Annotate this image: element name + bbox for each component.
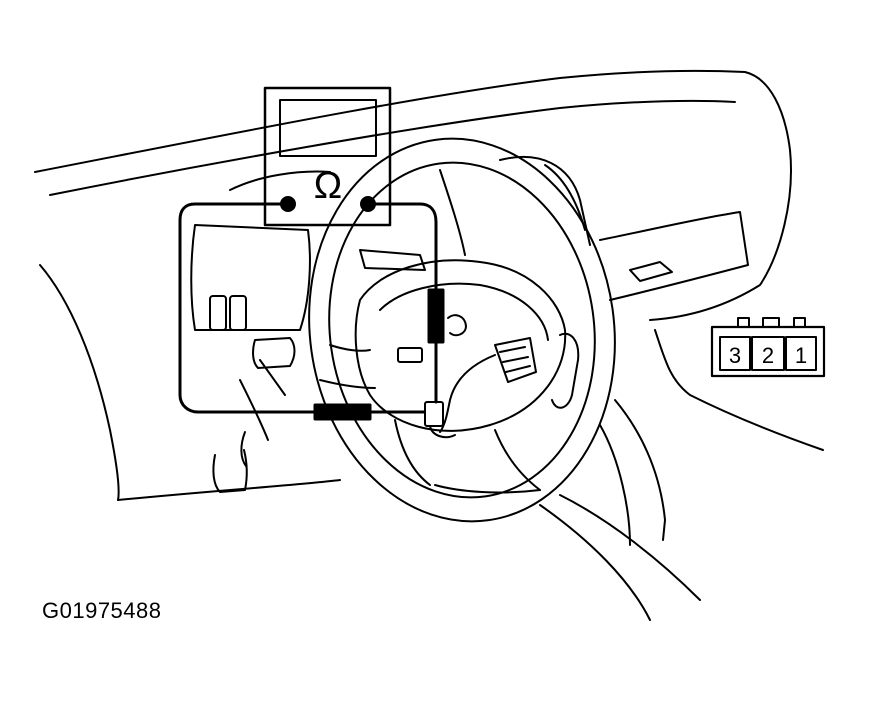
pin-label-3: 3 [729, 343, 741, 368]
pin-cell-1 [785, 336, 817, 371]
connector-diagram: 3 2 1 [710, 317, 826, 378]
lead-right-wire [373, 202, 438, 292]
connector-tab-1 [737, 317, 750, 328]
probe-right [427, 288, 445, 344]
steering-wheel [308, 137, 616, 523]
pin-cell-3 [719, 336, 751, 371]
switch-right [229, 295, 247, 331]
hub-connector [397, 347, 423, 363]
connector-tab-3 [793, 317, 806, 328]
pin-cell-2 [751, 336, 785, 371]
glovebox-latch [629, 261, 673, 282]
connector-tab-2 [762, 317, 780, 328]
ohmmeter-body [263, 86, 392, 227]
dashboard-outline [34, 69, 824, 621]
figure-code: G01975488 [42, 598, 162, 623]
test-leads [178, 202, 445, 421]
probe-left [313, 403, 372, 421]
ohm-symbol: Ω [314, 165, 342, 207]
pin-label-1: 1 [795, 343, 807, 368]
airbag-connector [494, 337, 537, 383]
switch-left [209, 295, 227, 331]
probe-terminal-right [360, 196, 376, 212]
glovebox [499, 155, 749, 301]
ohmmeter-display [279, 99, 377, 157]
lead-left-wire [178, 202, 317, 414]
pin-label-2: 2 [762, 343, 774, 368]
probe-terminal-left [280, 196, 296, 212]
center-console [190, 170, 426, 441]
test-connector [424, 401, 444, 427]
